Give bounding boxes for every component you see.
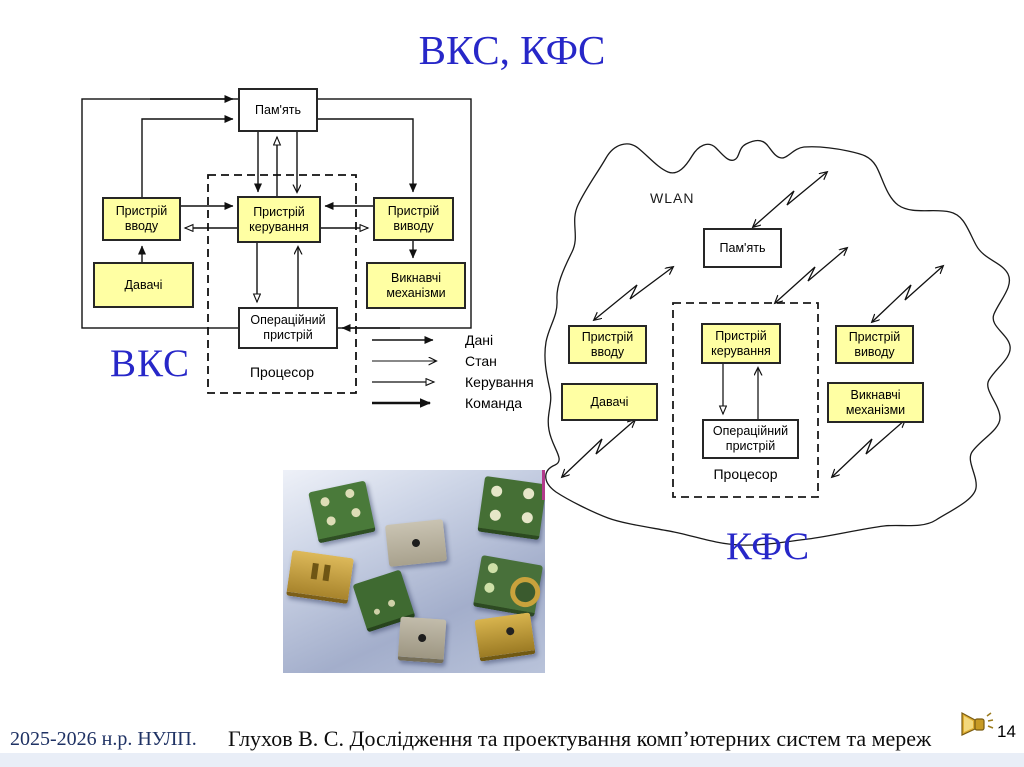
vks-input-device-box: Пристрій вводу (102, 197, 181, 241)
memory-to-output-line (317, 118, 417, 193)
kfs-operational-label: Операційний пристрій (712, 424, 789, 453)
kfs-processor-label: Процесор (713, 466, 778, 482)
photo-scan-artifact (542, 470, 545, 500)
page-number: 14 (997, 722, 1016, 741)
wlan-cloud-outline (544, 139, 1011, 546)
mems-chips-photo (283, 470, 545, 673)
chip-beige-1 (384, 519, 448, 567)
chip-gold-1 (286, 549, 354, 605)
wireless-links (562, 172, 943, 477)
chip-green-ring (472, 555, 544, 617)
vks-operational-device-box: Операційний пристрій (238, 307, 338, 349)
kfs-cloud-group (544, 139, 1011, 546)
chip-green-1 (308, 480, 376, 544)
vks-sensors-box: Давачі (93, 262, 194, 308)
kfs-input-label: Пристрій вводу (581, 329, 634, 359)
vks-output-device-box: Пристрій виводу (373, 197, 454, 241)
vks-processor-label: Процесор (249, 364, 314, 380)
kfs-output-device-box: Пристрій виводу (835, 325, 914, 364)
kfs-control-label: Пристрій керування (711, 328, 771, 358)
wireless-link-output (872, 266, 943, 322)
footer-year: 2025-2026 н.р. НУЛП. (10, 728, 197, 750)
legend-label-data: Дані (465, 332, 494, 348)
wireless-link-sensors (562, 420, 635, 477)
bottom-strip (0, 753, 1024, 767)
kfs-memory-label: Пам'ять (719, 240, 766, 255)
input-to-memory-line (141, 115, 234, 197)
wireless-link-memory (753, 172, 827, 227)
wireless-link-actuators (832, 420, 905, 477)
vks-input-label: Пристрій вводу (115, 204, 168, 233)
kfs-input-device-box: Пристрій вводу (568, 325, 647, 364)
chip-green-2 (477, 475, 545, 541)
slide-title: ВКС, КФС (418, 27, 606, 73)
kfs-output-label: Пристрій виводу (848, 329, 901, 359)
kfs-caption: КФС (726, 525, 811, 568)
kfs-processor-dashed-box (672, 302, 819, 498)
chip-beige-2 (397, 616, 447, 664)
vks-actuators-label: Викнавчі механізми (386, 270, 446, 300)
vks-control-device-box: Пристрій керування (237, 196, 321, 243)
legend-label-control: Керування (465, 374, 534, 390)
kfs-operational-device-box: Операційний пристрій (702, 419, 799, 459)
kfs-memory-box: Пам'ять (703, 228, 782, 268)
wlan-label: WLAN (650, 190, 695, 206)
vks-sensors-label: Давачі (124, 277, 163, 292)
wireless-link-input (594, 267, 673, 320)
kfs-actuators-box: Викнавчі механізми (827, 382, 924, 423)
vks-memory-label: Пам'ять (255, 102, 301, 117)
vks-operational-label: Операційний пристрій (250, 313, 326, 342)
footer-course-title: Глухов В. С. Дослідження та проектування… (228, 726, 932, 751)
chip-gold-2 (474, 612, 536, 662)
vks-control-label: Пристрій керування (249, 204, 309, 234)
legend-label-command: Команда (465, 395, 523, 411)
vks-caption: ВКС (110, 342, 191, 385)
kfs-sensors-box: Давачі (561, 383, 658, 421)
kfs-sensors-label: Давачі (590, 394, 629, 409)
legend-arrows (372, 336, 436, 408)
speaker-icon[interactable] (958, 704, 996, 744)
wireless-link-processor (775, 248, 847, 303)
legend-label-state: Стан (465, 353, 497, 369)
kfs-control-device-box: Пристрій керування (701, 323, 781, 364)
vks-actuators-box: Викнавчі механізми (366, 262, 466, 309)
vks-memory-box: Пам'ять (238, 88, 318, 132)
vks-output-label: Пристрій виводу (387, 204, 440, 233)
kfs-actuators-label: Викнавчі механізми (845, 387, 906, 417)
